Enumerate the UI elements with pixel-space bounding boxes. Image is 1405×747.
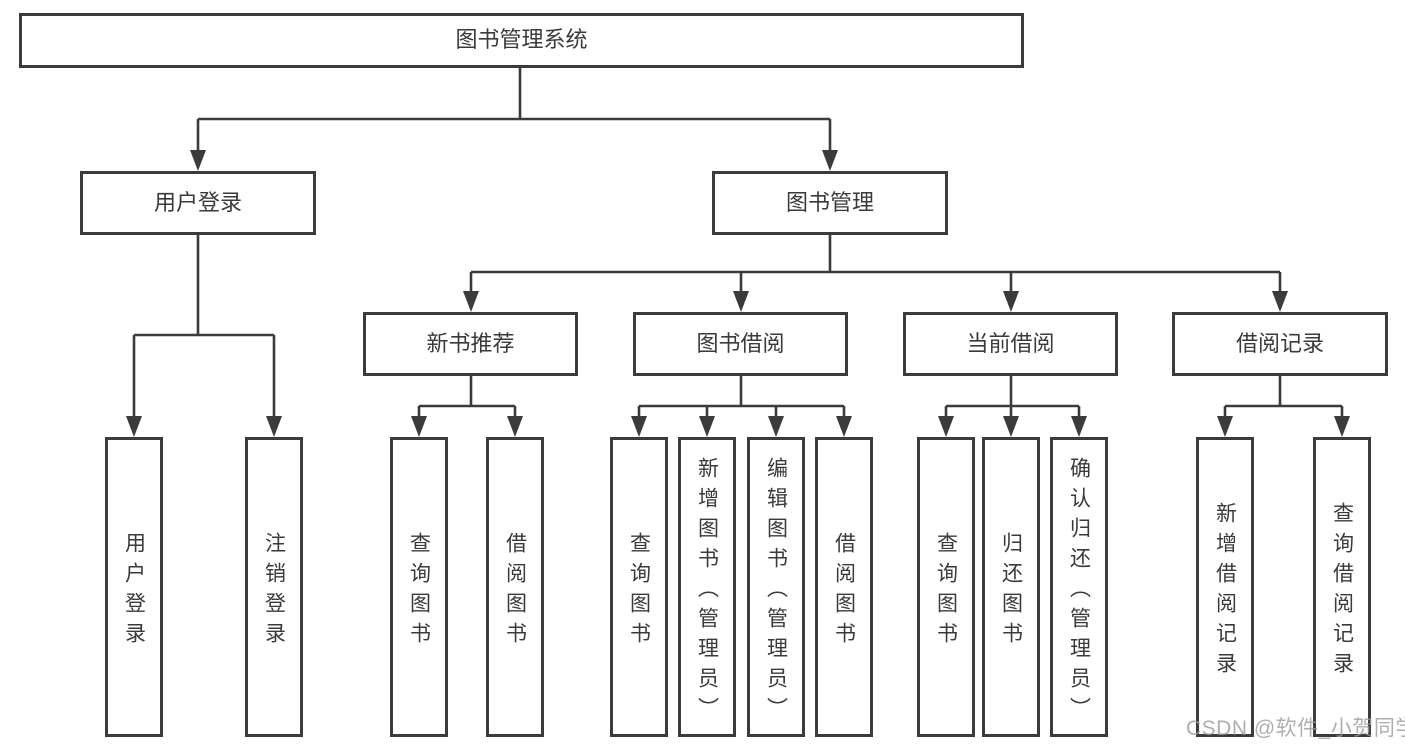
leaf-edit-book-admin: 编辑图书（管理员） (747, 437, 805, 737)
tree-rails (134, 68, 1342, 408)
leaf-query-books-2: 查询图书 (610, 437, 668, 737)
leaf-query-books-1: 查询图书 (390, 437, 448, 737)
leaf-logout: 注销登录 (245, 437, 303, 737)
leaf-user-login: 用户登录 (105, 437, 163, 737)
node-book-borrow: 图书借阅 (633, 312, 848, 376)
leaf-confirm-return-admin: 确认归还（管理员） (1050, 437, 1108, 737)
node-borrow-records: 借阅记录 (1172, 312, 1388, 376)
node-book-management: 图书管理 (712, 171, 948, 235)
csdn-watermark: CSDN @软件_小贺同学 (1186, 717, 1405, 740)
leaf-add-book-admin: 新增图书（管理员） (678, 437, 736, 737)
leaf-query-books-3: 查询图书 (917, 437, 975, 737)
arrowheads (126, 119, 1350, 437)
leaf-query-borrow-record: 查询借阅记录 (1313, 437, 1371, 737)
leaf-return-book: 归还图书 (982, 437, 1040, 737)
node-root: 图书管理系统 (19, 13, 1024, 68)
leaf-borrow-books-1: 借阅图书 (486, 437, 544, 737)
node-new-book-recommend: 新书推荐 (363, 312, 578, 376)
node-current-borrow: 当前借阅 (903, 312, 1118, 376)
node-user-login: 用户登录 (80, 171, 316, 235)
leaf-add-borrow-record: 新增借阅记录 (1196, 437, 1254, 737)
leaf-borrow-books-2: 借阅图书 (815, 437, 873, 737)
